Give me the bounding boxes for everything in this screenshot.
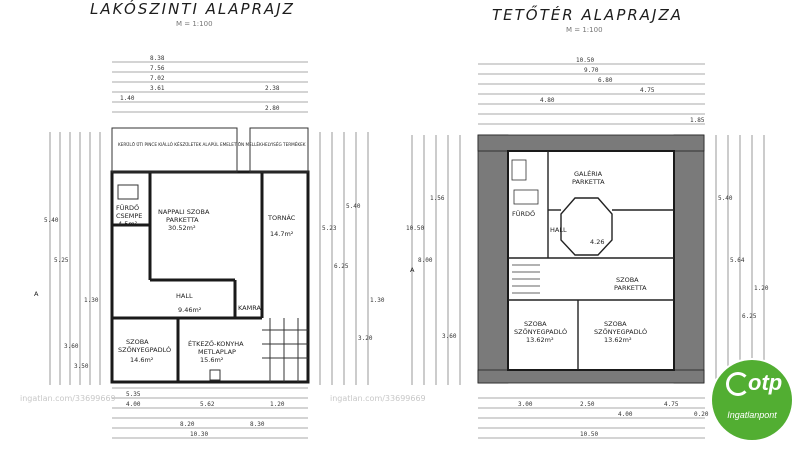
room-szoba-2-sub: SZŐNYEGPADLÓ (594, 327, 647, 336)
room-szoba-3-name: SZOBA (616, 276, 639, 284)
watermark-left: ingatlan.com/33699669 (20, 394, 116, 403)
right-dim-right-2: 5.64 (730, 257, 745, 264)
right-dim-right-3: 6.25 (742, 313, 757, 320)
room-furdo-area: 4.5m² (118, 220, 138, 228)
right-dim-bottom-5: 0.20 (694, 411, 709, 418)
left-dim-top-3: 7.02 (150, 75, 165, 82)
left-dim-left-4: 3.50 (74, 363, 89, 370)
room-hall-name: HALL (550, 226, 567, 234)
left-dim-left-5: 1.30 (84, 297, 99, 304)
right-dim-top-4: 4.75 (640, 87, 655, 94)
left-dim-bottom-3: 5.62 (200, 401, 215, 408)
left-dim-bottom-6: 8.30 (250, 421, 265, 428)
left-dim-right-4: 3.20 (358, 335, 373, 342)
room-hall-area: 9.46m² (178, 306, 202, 314)
room-nappali-name: NAPPALI SZOBA (158, 208, 210, 216)
left-dim-top-5: 2.38 (265, 85, 280, 92)
room-etkezo-sub: METLAPLAP (198, 348, 236, 356)
room-furdo-sub: CSEMPE (116, 212, 142, 220)
right-section-marker: A (410, 266, 415, 274)
right-dim-right-4: 1.20 (754, 285, 769, 292)
left-dim-right-2: 6.25 (334, 263, 349, 270)
room-kamra-name: KAMRA (238, 304, 261, 312)
room-szoba-area: 14.6m² (130, 356, 154, 364)
right-dim-left-2: 8.00 (418, 257, 433, 264)
room-furdo-name: FÜRDŐ (116, 203, 139, 212)
left-dim-bottom-4: 1.20 (270, 401, 285, 408)
right-dim-right-1: 5.40 (718, 195, 733, 202)
right-dim-bottom-2: 2.50 (580, 401, 595, 408)
right-dim-bottom-1: 3.00 (518, 401, 533, 408)
otp-ingatlanpont-badge: otp Ingatlanpont (712, 360, 792, 440)
room-szoba-1-name: SZOBA (524, 320, 547, 328)
room-etkezo-name: ÉTKEZŐ-KONYHA (188, 339, 244, 348)
room-szoba-1-area: 13.62m² (526, 336, 554, 344)
left-dim-top-2: 7.56 (150, 65, 165, 72)
room-szoba-1-sub: SZŐNYEGPADLÓ (514, 327, 567, 336)
left-plan-title: LAKÓSZINTI ALAPRAJZ (90, 0, 295, 18)
room-furdo-name: FÜRDŐ (512, 209, 535, 218)
room-etkezo-area: 15.6m² (200, 356, 224, 364)
left-dim-top-1: 8.38 (150, 55, 165, 62)
room-szoba-3-sub: PARKETTA (614, 284, 647, 292)
room-galeria-sub: PARKETTA (572, 178, 605, 186)
room-tornac-area: 14.7m² (270, 230, 294, 238)
right-dim-bottom-6: 10.50 (580, 431, 598, 438)
left-dim-bottom-5: 8.20 (180, 421, 195, 428)
left-plan-note: KERÜLŐ ÜTI PINCE KIÁLLÓ KÉSZÜLETEK ALAPÚ… (118, 142, 306, 147)
right-dim-top-1: 10.50 (576, 57, 594, 64)
right-dim-bottom-4: 4.75 (664, 401, 679, 408)
left-dim-left-2: 5.25 (54, 257, 69, 264)
left-dim-bottom-1: 5.35 (126, 391, 141, 398)
right-dim-top-3: 6.80 (598, 77, 613, 84)
left-section-marker: A (34, 290, 39, 298)
right-dim-top-5: 4.80 (540, 97, 555, 104)
left-dim-top-6: 1.40 (120, 95, 135, 102)
room-szoba-name: SZOBA (126, 338, 149, 346)
right-dim-left-1: 10.50 (406, 225, 424, 232)
room-nappali-area: 30.52m² (168, 224, 196, 232)
room-hall-name: HALL (176, 292, 193, 300)
left-dim-bottom-2: 4.00 (126, 401, 141, 408)
room-galeria-name: GALÉRIA (574, 169, 603, 178)
right-dim-top-2: 9.70 (584, 67, 599, 74)
room-szoba-2-area: 13.62m² (604, 336, 632, 344)
right-dim-bottom-3: 4.00 (618, 411, 633, 418)
left-dim-left-3: 3.60 (64, 343, 79, 350)
left-dim-left-1: 5.40 (44, 217, 59, 224)
right-dim-left-3: 1.56 (430, 195, 445, 202)
watermark-right: ingatlan.com/33699669 (330, 394, 426, 403)
room-hall-area: 4.26 (590, 238, 604, 246)
otp-subtitle: Ingatlanpont (727, 410, 777, 420)
room-tornac-name: TORNÁC (267, 213, 296, 222)
right-dim-left-4: 3.60 (442, 333, 457, 340)
left-plan-scale: M = 1:100 (176, 20, 213, 28)
right-plan-scale: M = 1:100 (566, 26, 603, 34)
left-dim-top-4: 3.61 (150, 85, 165, 92)
otp-logo-icon (726, 372, 750, 396)
left-dim-right-3: 5.40 (346, 203, 361, 210)
otp-brand-text: otp (748, 370, 783, 395)
right-plan-title: TETŐTÉR ALAPRAJZA (492, 6, 684, 24)
room-nappali-sub: PARKETTA (166, 216, 199, 224)
left-dim-bottom-7: 10.30 (190, 431, 208, 438)
room-szoba-2-name: SZOBA (604, 320, 627, 328)
left-dim-top-7: 2.80 (265, 105, 280, 112)
right-dim-top-6: 1.85 (690, 117, 705, 124)
left-dim-right-5: 1.30 (370, 297, 385, 304)
left-dim-right-1: 5.23 (322, 225, 337, 232)
room-szoba-sub: SZŐNYEGPADLÓ (118, 345, 171, 354)
